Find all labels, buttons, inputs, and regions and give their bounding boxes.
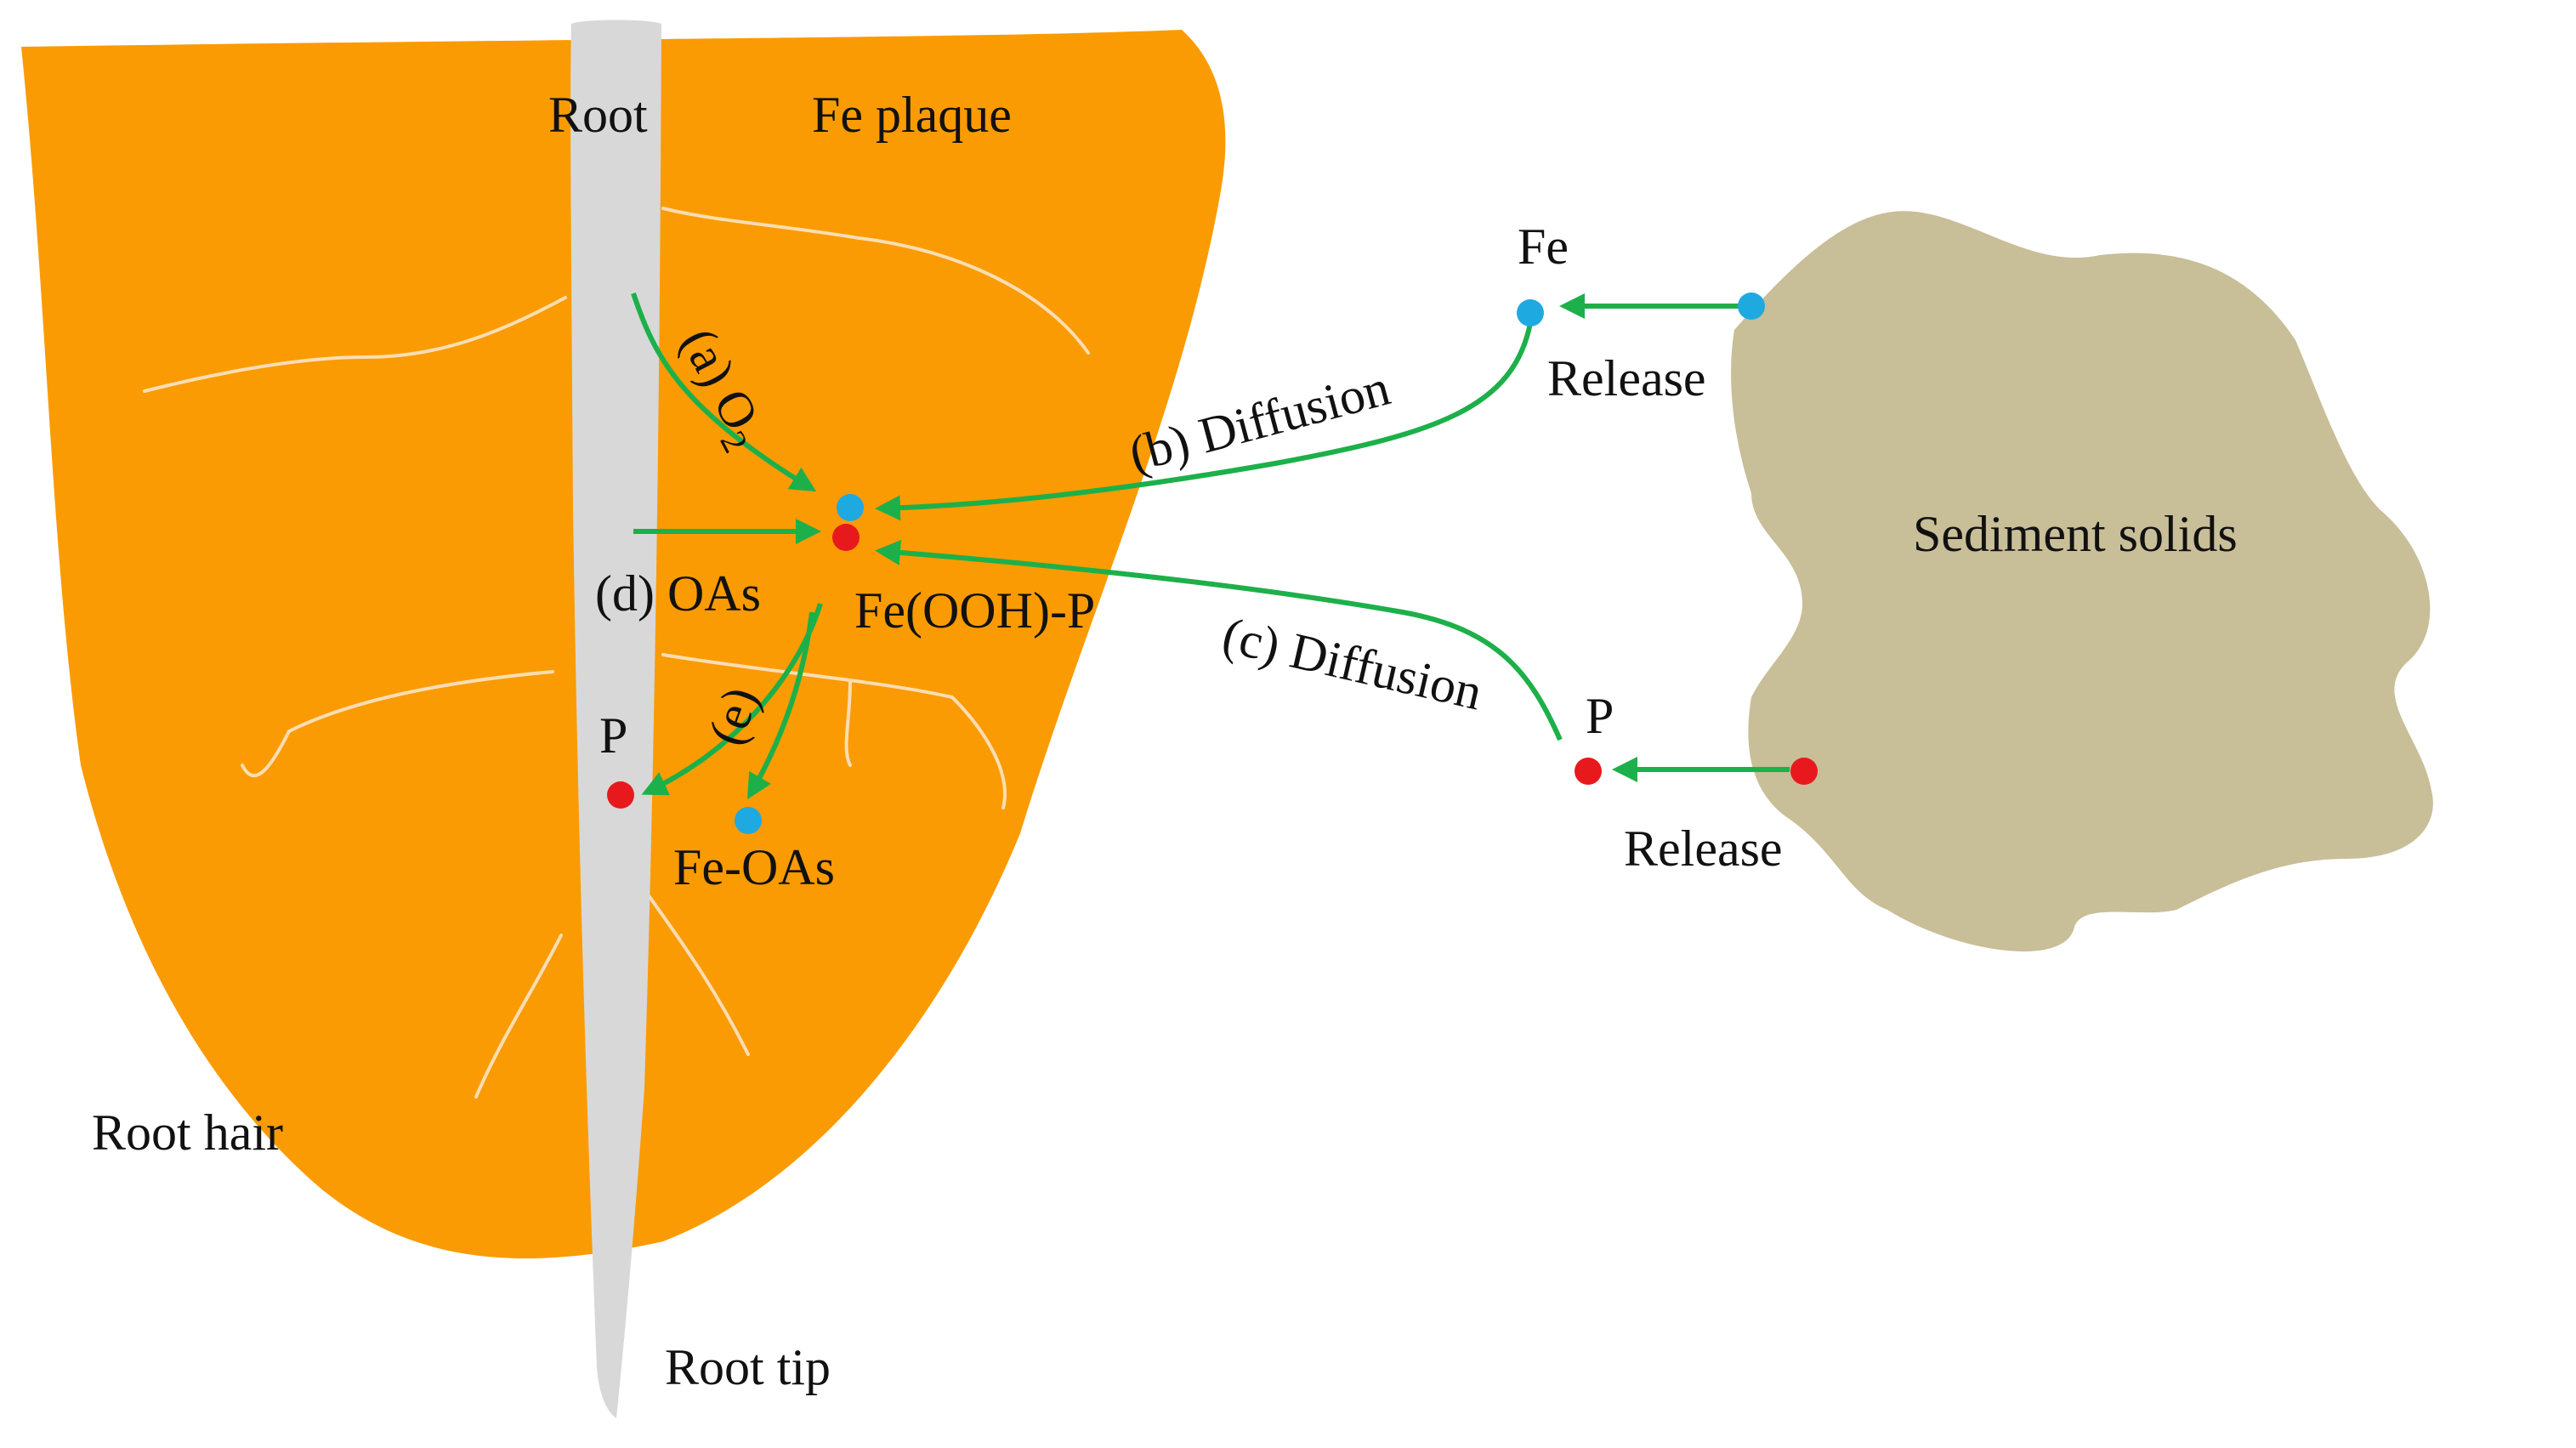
root-hair-lines — [143, 207, 1090, 1099]
fe-particle-icon — [735, 807, 762, 834]
label-release-top: Release — [1547, 350, 1706, 406]
p-particle-icon — [1790, 758, 1818, 785]
arrow-a-o2 — [631, 292, 817, 492]
p-particle-icon — [832, 524, 860, 551]
label-root-tip: Root tip — [665, 1339, 831, 1395]
arrow-e-to-fe-oas — [746, 611, 814, 800]
label-sediment-solids: Sediment solids — [1913, 506, 2238, 562]
label-fe-plaque: Fe plaque — [812, 87, 1012, 143]
label-d-oas: (d) OAs — [595, 565, 761, 622]
label-fe-oas: Fe-OAs — [673, 839, 835, 895]
label-root-hair: Root hair — [92, 1104, 283, 1161]
label-p-left: P — [599, 707, 627, 764]
fe-particle-icon — [1517, 299, 1544, 327]
label-fe: Fe — [1518, 219, 1569, 275]
labels: Root Fe plaque Root hair Root tip Fe Rel… — [92, 87, 2238, 1395]
label-p-right: P — [1586, 688, 1614, 744]
root-body — [570, 20, 661, 1418]
label-fe-ooh-p: Fe(OOH)-P — [854, 582, 1095, 639]
label-release-bottom: Release — [1624, 821, 1783, 877]
fe-particle-icon — [837, 494, 864, 521]
label-root: Root — [548, 87, 648, 143]
sediment-solids-shape — [1731, 211, 2433, 951]
arrows — [631, 292, 1790, 800]
fe-particle-icon — [1738, 292, 1765, 320]
p-particle-icon — [1575, 758, 1602, 785]
p-particle-icon — [607, 781, 634, 809]
arrow-c-diffusion — [875, 539, 1563, 741]
arrow-b-diffusion — [875, 322, 1533, 521]
particles — [607, 292, 1818, 834]
